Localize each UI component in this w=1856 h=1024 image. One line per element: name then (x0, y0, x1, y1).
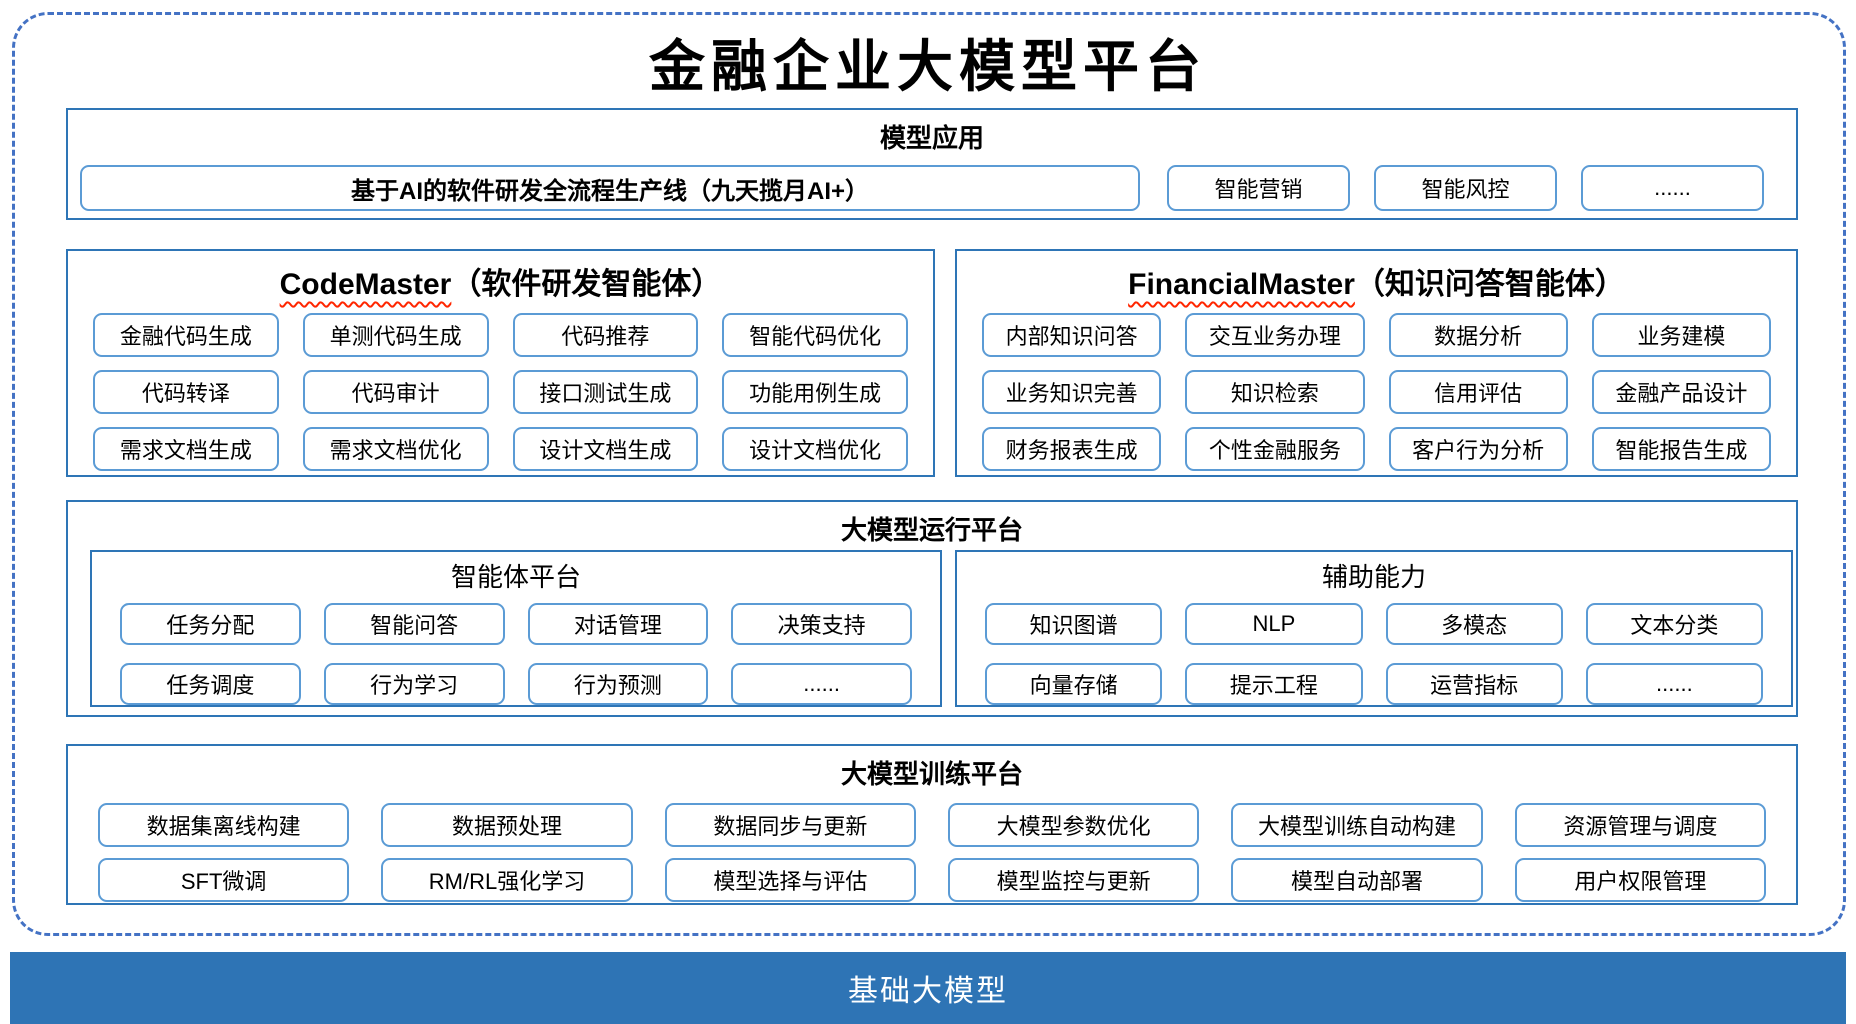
agent-platform-grid: 任务分配 智能问答 对话管理 决策支持 任务调度 行为学习 行为预测 .....… (92, 603, 940, 705)
capability-item: ...... (731, 663, 912, 705)
code-master-title-zh: （软件研发智能体） (451, 268, 722, 301)
capability-item: 个性金融服务 (1185, 427, 1365, 471)
section-runtime-platform-title: 大模型运行平台 (840, 515, 1023, 545)
capability-item: 设计文档优化 (722, 427, 908, 471)
capability-item: 财务报表生成 (982, 427, 1162, 471)
section-training-platform: 大模型训练平台 数据集离线构建 数据预处理 数据同步与更新 大模型参数优化 大模… (66, 744, 1798, 905)
page-title: 金融企业大模型平台 (649, 37, 1207, 99)
capability-item: 代码推荐 (512, 313, 699, 357)
capability-item: 数据集离线构建 (98, 803, 350, 847)
capability-item: 用户权限管理 (1514, 858, 1766, 902)
capability-item: 需求文档优化 (302, 427, 489, 471)
code-master-grid: 金融代码生成 单测代码生成 代码推荐 智能代码优化 代码转译 代码审计 接口测试… (68, 313, 933, 471)
capability-item: 知识检索 (1185, 370, 1365, 414)
aux-capabilities-title: 辅助能力 (1321, 562, 1426, 592)
training-platform-grid: 数据集离线构建 数据预处理 数据同步与更新 大模型参数优化 大模型训练自动构建 … (68, 803, 1796, 902)
base-model-bar: 基础大模型 (10, 952, 1846, 1024)
capability-item: 数据预处理 (381, 803, 633, 847)
section-model-applications: 模型应用 基于AI的软件研发全流程生产线（九天揽月AI+） 智能营销 智能风控 … (66, 108, 1798, 220)
subsection-aux-capabilities: 辅助能力 知识图谱 NLP 多模态 文本分类 向量存储 提示工程 运营指标 ..… (955, 550, 1793, 707)
section-runtime-platform: 大模型运行平台 智能体平台 任务分配 智能问答 对话管理 决策支持 任务调度 行… (66, 500, 1798, 717)
capability-item: 多模态 (1385, 603, 1563, 645)
capability-item: 功能用例生成 (722, 370, 908, 414)
capability-item: 模型选择与评估 (664, 858, 916, 902)
capability-item: 数据同步与更新 (664, 803, 916, 847)
subsection-agent-platform: 智能体平台 任务分配 智能问答 对话管理 决策支持 任务调度 行为学习 行为预测… (90, 550, 942, 707)
model-applications-row: 基于AI的软件研发全流程生产线（九天揽月AI+） 智能营销 智能风控 .....… (68, 155, 1796, 211)
capability-item: 信用评估 (1388, 370, 1568, 414)
capability-item: 数据分析 (1388, 313, 1568, 357)
capability-item: 金融代码生成 (93, 313, 279, 357)
capability-item: 客户行为分析 (1388, 427, 1568, 471)
capability-item: 大模型参数优化 (947, 803, 1200, 847)
capability-item: 行为学习 (323, 663, 505, 705)
agent-platform-title: 智能体平台 (450, 562, 581, 592)
capability-item: 智能代码优化 (722, 313, 908, 357)
capability-item: 内部知识问答 (982, 313, 1162, 357)
capability-item: 行为预测 (527, 663, 709, 705)
platform-outer-border (12, 12, 1846, 936)
capability-item: 大模型训练自动构建 (1231, 803, 1483, 847)
capability-item: 设计文档生成 (512, 427, 699, 471)
section-model-applications-title: 模型应用 (879, 123, 984, 153)
capability-item: 金融产品设计 (1591, 370, 1771, 414)
code-master-title-en: CodeMaster (279, 268, 452, 301)
capability-item: 业务知识完善 (982, 370, 1162, 414)
capability-item: 交互业务办理 (1185, 313, 1365, 357)
capability-item: 对话管理 (527, 603, 709, 645)
section-code-master: CodeMaster（软件研发智能体） 金融代码生成 单测代码生成 代码推荐 智… (66, 249, 935, 477)
capability-item: 向量存储 (985, 663, 1163, 705)
capability-item: SFT微调 (98, 858, 350, 902)
financial-master-grid: 内部知识问答 交互业务办理 数据分析 业务建模 业务知识完善 知识检索 信用评估… (957, 313, 1796, 471)
capability-item: 知识图谱 (985, 603, 1163, 645)
capability-item: 接口测试生成 (512, 370, 699, 414)
section-code-master-title: CodeMaster（软件研发智能体） (68, 251, 933, 303)
capability-item: 运营指标 (1385, 663, 1563, 705)
capability-item: 智能营销 (1167, 165, 1350, 211)
financial-master-title-en: FinancialMaster (1128, 268, 1355, 301)
capability-item: 需求文档生成 (93, 427, 279, 471)
capability-item: ...... (1581, 165, 1764, 211)
capability-item: 决策支持 (731, 603, 912, 645)
capability-item: 业务建模 (1591, 313, 1771, 357)
capability-item: 提示工程 (1185, 663, 1363, 705)
capability-item: 任务分配 (120, 603, 301, 645)
capability-item: 模型自动部署 (1231, 858, 1483, 902)
section-financial-master-title: FinancialMaster（知识问答智能体） (957, 251, 1796, 303)
capability-item: RM/RL强化学习 (381, 858, 633, 902)
capability-item: 智能问答 (323, 603, 505, 645)
section-training-platform-title: 大模型训练平台 (840, 759, 1023, 789)
capability-item: 代码审计 (302, 370, 489, 414)
aux-capabilities-grid: 知识图谱 NLP 多模态 文本分类 向量存储 提示工程 运营指标 ...... (957, 603, 1791, 705)
section-financial-master: FinancialMaster（知识问答智能体） 内部知识问答 交互业务办理 数… (955, 249, 1798, 477)
capability-item: 单测代码生成 (302, 313, 489, 357)
capability-item: 文本分类 (1585, 603, 1763, 645)
capability-item: 智能报告生成 (1591, 427, 1771, 471)
capability-item: 代码转译 (93, 370, 279, 414)
capability-item: 基于AI的软件研发全流程生产线（九天揽月AI+） (80, 165, 1140, 211)
capability-item: NLP (1185, 603, 1363, 645)
capability-item: 资源管理与调度 (1514, 803, 1766, 847)
capability-item: 智能风控 (1374, 165, 1557, 211)
capability-item: 模型监控与更新 (947, 858, 1200, 902)
financial-master-title-zh: （知识问答智能体） (1354, 268, 1625, 301)
capability-item: 任务调度 (120, 663, 301, 705)
capability-item: ...... (1585, 663, 1763, 705)
